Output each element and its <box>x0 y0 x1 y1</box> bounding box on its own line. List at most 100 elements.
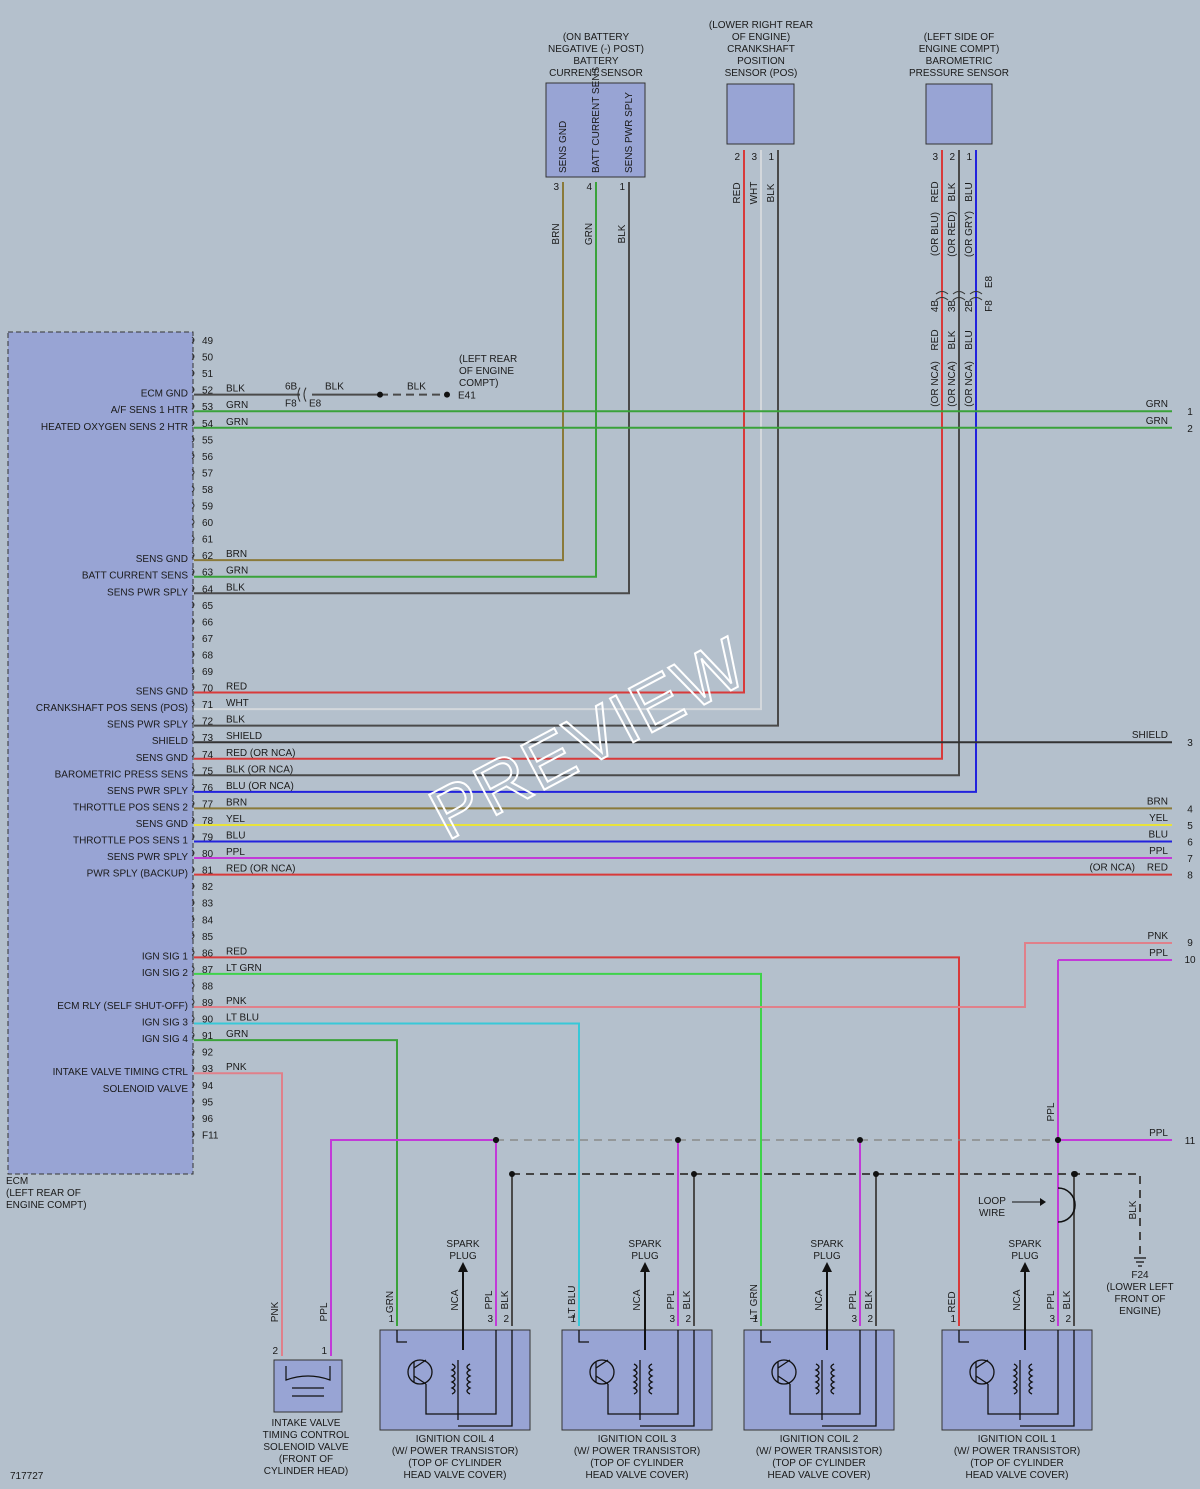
ecm-pin-function: BAROMETRIC PRESS SENS <box>55 769 189 780</box>
ecm-pin-number: 64 <box>202 584 214 595</box>
ecm-pin-function: BATT CURRENT SENS <box>82 571 188 582</box>
pin-terminal <box>191 485 195 493</box>
wire-color: NCA <box>1012 1289 1023 1310</box>
wire-color: BLK <box>500 1290 511 1309</box>
baro-sensor-box <box>925 83 993 145</box>
pin-terminal <box>191 750 195 758</box>
ignition-coil-label: (W/ POWER TRANSISTOR) <box>954 1446 1080 1457</box>
connector-label: 4B <box>930 300 941 313</box>
connector-label: 2B <box>964 300 975 313</box>
pin-number: 2 <box>949 152 955 163</box>
ecm-pin-number: 85 <box>202 932 214 943</box>
ecm-pin-number: 68 <box>202 650 214 661</box>
wire-color: NCA <box>632 1289 643 1310</box>
wire-color: GRN <box>385 1291 396 1313</box>
ecm-pin-function: IGN SIG 3 <box>142 1018 189 1029</box>
components-layer <box>7 82 1146 1431</box>
ecm-pin-number: 60 <box>202 518 214 529</box>
ecm-pin-number: 92 <box>202 1048 214 1059</box>
ecm-pin-number: 55 <box>202 435 214 446</box>
ground-location: OF ENGINE <box>459 366 514 377</box>
ground-point <box>444 391 450 398</box>
wire-color: RED <box>947 1291 958 1312</box>
ecm-wire-color: SHIELD <box>226 731 262 742</box>
crank-sensor-box <box>726 83 795 145</box>
pin-terminal <box>191 651 195 658</box>
spark-plug-label: PLUG <box>631 1251 658 1262</box>
ecm-pin-number: 67 <box>202 634 214 645</box>
pin-terminal <box>191 1097 195 1105</box>
spark-plug-label: SPARK <box>446 1239 479 1250</box>
ground-location: ENGINE) <box>1119 1306 1161 1317</box>
wire-color: BLK <box>947 330 958 349</box>
ecm-wire-color: GRN <box>226 566 248 577</box>
wire-color: BLU <box>964 330 975 349</box>
ecm-pin-number: 52 <box>202 386 214 397</box>
ignition-coil-label: HEAD VALVE COVER) <box>966 1470 1069 1481</box>
spark-plug-label: PLUG <box>449 1251 476 1262</box>
pin-terminal <box>191 816 195 824</box>
ecm-wire-color: RED <box>226 946 247 957</box>
ecm-pin-function: PWR SPLY (BACKUP) <box>87 869 188 880</box>
spark-plug-label: PLUG <box>813 1251 840 1262</box>
wire-crank-sensor <box>194 150 762 711</box>
ecm-wire-color: BLU <box>226 831 245 842</box>
solenoid-label: (FRONT OF <box>279 1454 333 1465</box>
wire-color-alt: (OR NCA) <box>964 361 975 407</box>
ecm-wire-color: YEL <box>226 814 245 825</box>
watermark: PREVIEW <box>417 622 760 855</box>
ecm-wire-color: WHT <box>226 698 249 709</box>
pin-number: 2 <box>503 1314 509 1325</box>
pin-number: 1 <box>752 1314 758 1325</box>
wire-color: BLK <box>1062 1290 1073 1309</box>
pin-number: 1 <box>388 1314 394 1325</box>
ecm-label: ENGINE COMPT) <box>6 1200 87 1211</box>
pin-terminal <box>191 800 195 807</box>
pin-number: 1 <box>619 182 625 193</box>
ecm-pin-number: 79 <box>202 833 214 844</box>
pin-terminal <box>191 684 195 691</box>
pin-number: 3 <box>553 182 559 193</box>
wire-color: NCA <box>814 1289 825 1310</box>
ground-location: (LOWER LEFT <box>1106 1282 1173 1293</box>
wire-color: BRN <box>551 223 562 244</box>
solenoid-label: SOLENOID VALVE <box>263 1442 349 1453</box>
junction-dot <box>675 1137 681 1143</box>
ignition-coil-label: IGNITION COIL 1 <box>978 1434 1057 1445</box>
pin-terminal <box>191 717 195 725</box>
ecm-wire-color: LT BLU <box>226 1013 259 1024</box>
ecm-pin-function: ECM GND <box>141 389 188 400</box>
ecm-wire-color: BLU (OR NCA) <box>226 781 294 792</box>
wire-color: PPL <box>1046 1102 1057 1121</box>
ecm-pin-function: IGN SIG 2 <box>142 968 189 979</box>
pin-terminal <box>191 568 195 576</box>
output-number: 6 <box>1187 838 1193 849</box>
spark-plug-label: SPARK <box>1008 1239 1041 1250</box>
baro-sensor-location: (LEFT SIDE OF <box>924 32 994 43</box>
batt-sensor-pin-name: SENS PWR SPLY <box>624 92 635 173</box>
transistor-symbol <box>969 1359 995 1385</box>
wire-color: BLK <box>617 224 628 243</box>
ignition-coil-label: HEAD VALVE COVER) <box>768 1470 871 1481</box>
ecm-pin-number: 82 <box>202 882 214 893</box>
ecm-pin-function: IGN SIG 1 <box>142 951 189 962</box>
output-number: 10 <box>1184 955 1196 966</box>
ecm-pin-number: 57 <box>202 468 214 479</box>
ecm-pin-function: IGN SIG 4 <box>142 1034 189 1045</box>
connector-label: F8 <box>285 399 297 410</box>
ecm-pin-function: SENS GND <box>136 554 188 565</box>
pin-number: 2 <box>734 152 740 163</box>
batt-sensor-location: CURRENT SENSOR <box>549 68 643 79</box>
wire-baro-sensor <box>194 150 977 793</box>
wire-batt-sensor <box>194 182 564 562</box>
spark-arrow-head <box>458 1262 468 1272</box>
wire-color: BLU <box>1149 830 1168 841</box>
pin-terminal <box>191 1131 195 1138</box>
pin-terminal <box>191 1064 195 1072</box>
ecm-pin-function: HEATED OXYGEN SENS 2 HTR <box>41 422 188 433</box>
pin-terminal <box>191 1081 195 1089</box>
ecm-wire-color: RED (OR NCA) <box>226 864 295 875</box>
pin-terminal <box>191 766 195 774</box>
pin-terminal <box>191 882 195 890</box>
wire-color-alt: (OR RED) <box>947 211 958 257</box>
